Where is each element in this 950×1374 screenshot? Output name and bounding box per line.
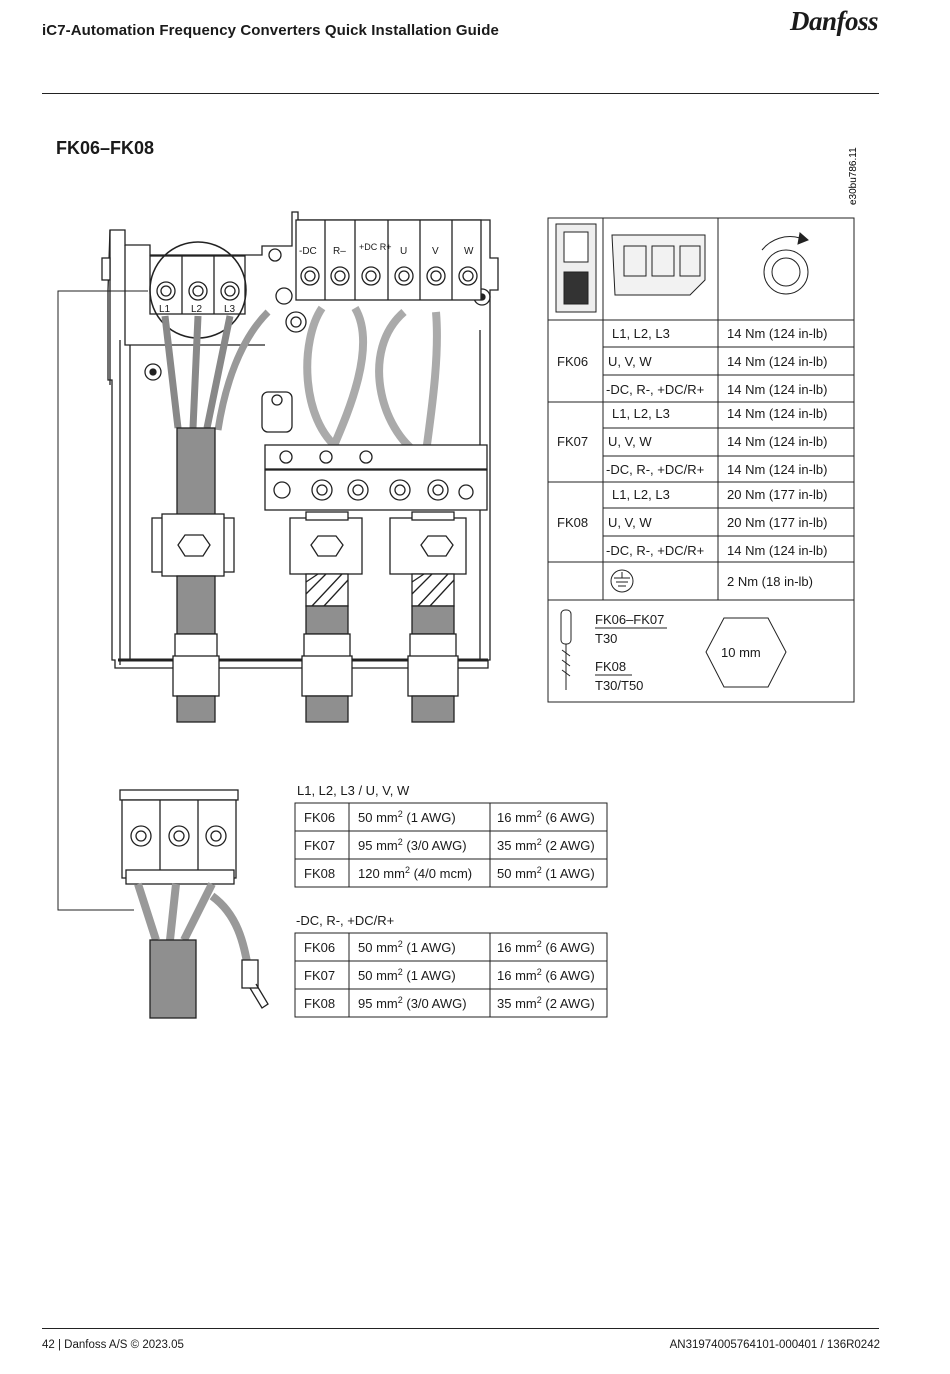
cable-table-model: FK06 — [304, 810, 335, 825]
cable-max-size: 50 mm2 (1 AWG) — [358, 809, 456, 825]
cable-max-size: 50 mm2 (1 AWG) — [358, 967, 456, 983]
tool-model-range: FK06–FK07 — [595, 612, 664, 627]
cable-min-size: 16 mm2 (6 AWG) — [497, 809, 595, 825]
terminal-label-r-minus: R– — [333, 246, 346, 257]
cable-table-model: FK07 — [304, 968, 335, 983]
torque-value-cell: 14 Nm (124 in-lb) — [727, 382, 827, 397]
footer-document-number: AN31974005764101-000401 / 136R0242 — [669, 1339, 880, 1351]
torque-value-cell: 14 Nm (124 in-lb) — [727, 406, 827, 421]
torque-value-cell: 20 Nm (177 in-lb) — [727, 515, 827, 530]
torque-terminals-cell: L1, L2, L3 — [612, 326, 670, 341]
terminal-label-l3: L3 — [224, 304, 236, 315]
drive-drawing — [57, 211, 499, 911]
cable-table-grids — [294, 802, 608, 1018]
terminal-labels: -DC R– +DC R+ U V W L1 L2 L3 — [159, 242, 474, 315]
cable-min-size: 35 mm2 (2 AWG) — [497, 837, 595, 853]
torque-model-fk07: FK07 — [557, 434, 588, 449]
cable-min-size: 16 mm2 (6 AWG) — [497, 967, 595, 983]
cable-table-model: FK08 — [304, 996, 335, 1011]
tool-model-range: FK08 — [595, 659, 626, 674]
danfoss-logo: Danfoss — [790, 6, 879, 36]
torque-table — [547, 217, 855, 703]
figure-code: e30bu786.11 — [848, 147, 859, 205]
cable-min-size: 50 mm2 (1 AWG) — [497, 865, 595, 881]
torque-terminals-cell: U, V, W — [608, 354, 652, 369]
torque-value-cell: 14 Nm (124 in-lb) — [727, 543, 827, 558]
torque-value-cell: 14 Nm (124 in-lb) — [727, 434, 827, 449]
cable-max-size: 50 mm2 (1 AWG) — [358, 939, 456, 955]
torque-model-fk08: FK08 — [557, 515, 588, 530]
tool-bit-size: T30/T50 — [595, 678, 643, 693]
tool-bit-size: T30 — [595, 631, 617, 646]
torque-terminals-cell: -DC, R-, +DC/R+ — [606, 382, 704, 397]
document-title: iC7-Automation Frequency Converters Quic… — [42, 22, 499, 39]
terminal-label-l1: L1 — [159, 304, 171, 315]
hex-size-label: 10 mm — [721, 645, 761, 660]
torque-terminals-cell: L1, L2, L3 — [612, 487, 670, 502]
torque-terminals-cell: U, V, W — [608, 434, 652, 449]
cable-table-caption: L1, L2, L3 / U, V, W — [297, 783, 410, 798]
torque-model-fk06: FK06 — [557, 354, 588, 369]
footer-page-info: 42 | Danfoss A/S © 2023.05 — [42, 1339, 184, 1351]
cable-table-model: FK07 — [304, 838, 335, 853]
cable-size-tables: L1, L2, L3 / U, V, W -DC, R-, +DC/R+ — [296, 783, 410, 928]
cable-min-size: 35 mm2 (2 AWG) — [497, 995, 595, 1011]
footer-divider — [42, 1328, 879, 1329]
section-title: FK06–FK08 — [56, 138, 155, 158]
terminal-label-v: V — [432, 246, 439, 257]
terminal-label-l2: L2 — [191, 304, 203, 315]
torque-value-cell: 14 Nm (124 in-lb) — [727, 354, 827, 369]
torque-terminals-cell: L1, L2, L3 — [612, 406, 670, 421]
cable-table-caption: -DC, R-, +DC/R+ — [296, 913, 394, 928]
torque-value-cell: 14 Nm (124 in-lb) — [727, 326, 827, 341]
torque-value-cell: 20 Nm (177 in-lb) — [727, 487, 827, 502]
terminal-label-dc-plus: +DC R+ — [359, 242, 392, 252]
torque-terminals-cell: U, V, W — [608, 515, 652, 530]
cable-max-size: 120 mm2 (4/0 mcm) — [358, 865, 472, 881]
terminal-label-w: W — [464, 246, 474, 257]
torque-table-text: FK06 FK07 FK08 L1, L2, L3 U, V, W -DC, R… — [557, 326, 827, 693]
cable-max-size: 95 mm2 (3/0 AWG) — [358, 837, 467, 853]
terminal-label-dc-minus: -DC — [299, 246, 317, 257]
ground-torque-value: 2 Nm (18 in-lb) — [727, 574, 813, 589]
header-divider — [42, 93, 879, 94]
torque-value-cell: 14 Nm (124 in-lb) — [727, 462, 827, 477]
cable-min-size: 16 mm2 (6 AWG) — [497, 939, 595, 955]
cable-table-model: FK06 — [304, 940, 335, 955]
detail-drawing — [118, 789, 269, 1019]
cable-max-size: 95 mm2 (3/0 AWG) — [358, 995, 467, 1011]
torque-terminals-cell: -DC, R-, +DC/R+ — [606, 462, 704, 477]
torque-terminals-cell: -DC, R-, +DC/R+ — [606, 543, 704, 558]
cable-table-model: FK08 — [304, 866, 335, 881]
terminal-label-u: U — [400, 246, 407, 257]
cable-table-rows: FK06 50 mm2 (1 AWG) 16 mm2 (6 AWG) FK07 95 m… — [304, 809, 595, 1011]
